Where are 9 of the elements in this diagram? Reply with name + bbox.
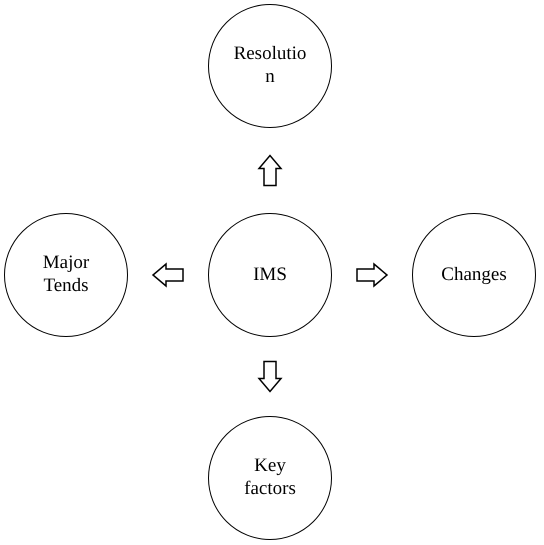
block-arrow (152, 262, 184, 288)
circle-label: IMS (252, 264, 288, 286)
circle-label: Changes (440, 264, 508, 286)
block-arrow (257, 360, 283, 393)
circle-label: Resolution (232, 43, 308, 89)
block-arrow (356, 262, 388, 288)
circle-label: Major Tends (42, 252, 90, 298)
circle-label: Key factors (243, 455, 297, 501)
block-arrow (257, 154, 283, 186)
